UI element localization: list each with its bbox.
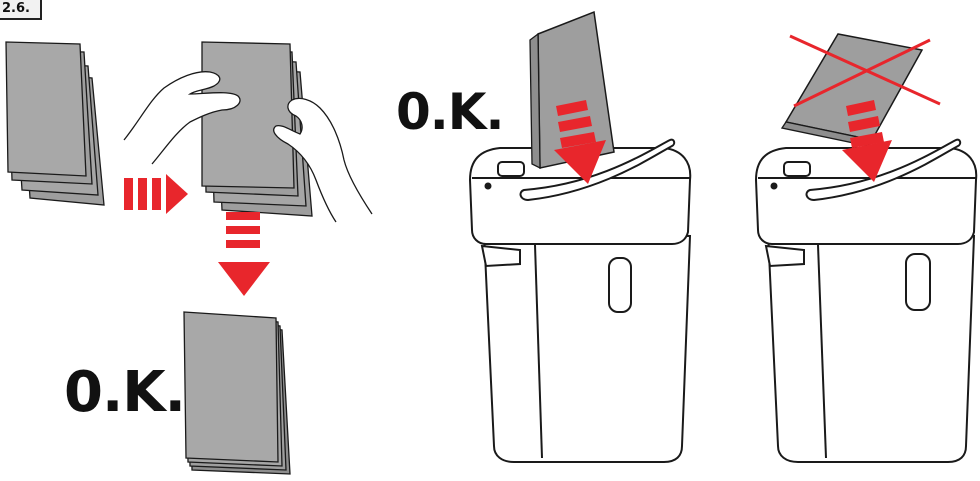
red-arrow-down-icon	[218, 212, 270, 296]
shredder-incorrect-icon	[756, 34, 976, 462]
paper-stack-with-hands	[124, 42, 372, 222]
ok-label-shredder: 0.K.	[396, 82, 504, 142]
ok-label-stack: 0.K.	[64, 360, 185, 426]
shredder-correct-icon	[470, 12, 690, 462]
red-arrow-right-icon	[124, 174, 188, 214]
loose-paper-stack-icon	[6, 42, 104, 205]
aligned-paper-stack-icon	[184, 312, 290, 474]
